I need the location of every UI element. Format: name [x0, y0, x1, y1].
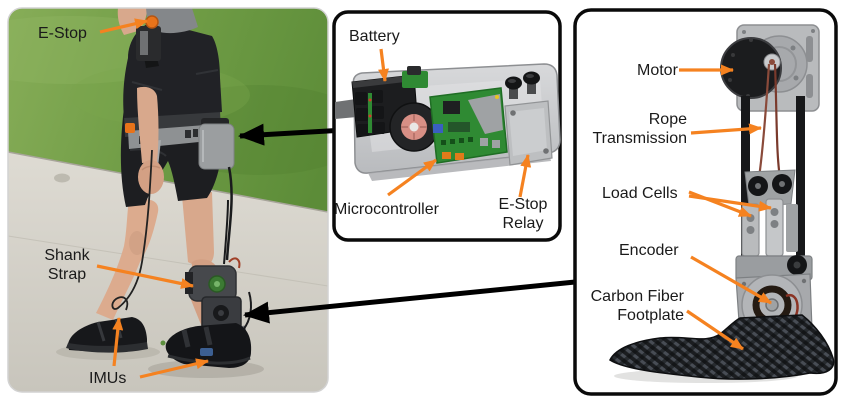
ankle-exoskeleton-on-leg	[165, 199, 252, 368]
rope-spool	[769, 59, 775, 65]
arrow-rope-transmission	[690, 123, 762, 135]
arrow-microcontroller	[387, 158, 437, 197]
arrow-load-cell-2	[688, 194, 772, 212]
arrow-footplate	[686, 309, 744, 351]
arrow-shank-strap	[96, 264, 194, 289]
case-cable	[335, 99, 357, 119]
connector-arrow-to-waist-pack	[238, 123, 346, 146]
label-motor: Motor	[637, 62, 678, 79]
label-encoder: Encoder	[619, 242, 679, 259]
arrow-e-stop-relay	[518, 154, 532, 198]
power-buttons-render	[505, 71, 540, 99]
arrow-battery	[378, 48, 389, 82]
frame-struts-render	[741, 96, 805, 288]
e-stop-button-render	[145, 15, 159, 29]
cooling-fan-render	[389, 102, 439, 152]
motor-render	[720, 37, 782, 99]
arrow-encoder	[690, 255, 772, 305]
label-load-cells: Load Cells	[602, 185, 678, 202]
walking-person-photo	[8, 8, 328, 392]
arrow-imu-2	[139, 358, 209, 379]
power-cable	[225, 166, 233, 261]
annotation-arrows	[96, 18, 772, 379]
e-stop-relay-render	[504, 100, 553, 166]
label-microcontroller: Microcontroller	[334, 201, 439, 218]
carbon-fiber-footplate-render	[609, 314, 835, 383]
arrow-imu-1	[112, 317, 124, 367]
connector-arrow-to-exoskeleton	[243, 278, 586, 324]
label-carbon-fiber-footplate: Carbon Fiber Footplate	[590, 288, 684, 324]
label-e-stop: E-Stop	[38, 25, 87, 42]
label-shank-strap: Shank Strap	[44, 247, 90, 283]
label-e-stop-relay: E-Stop Relay	[498, 196, 548, 232]
microcontroller-pcb-render	[429, 87, 508, 164]
foot-imu-render	[200, 348, 213, 356]
battery-connectors	[355, 90, 385, 136]
exo-boot-render	[165, 323, 252, 368]
waist-pack-render	[198, 118, 235, 170]
label-imus: IMUs	[89, 370, 127, 387]
electronics-box-render	[335, 63, 561, 181]
label-battery: Battery	[349, 28, 400, 45]
actuator-render	[609, 24, 835, 383]
arrow-e-stop	[99, 18, 148, 34]
label-rope-transmission: Rope Transmission	[592, 111, 687, 147]
left-shoe	[66, 317, 148, 353]
